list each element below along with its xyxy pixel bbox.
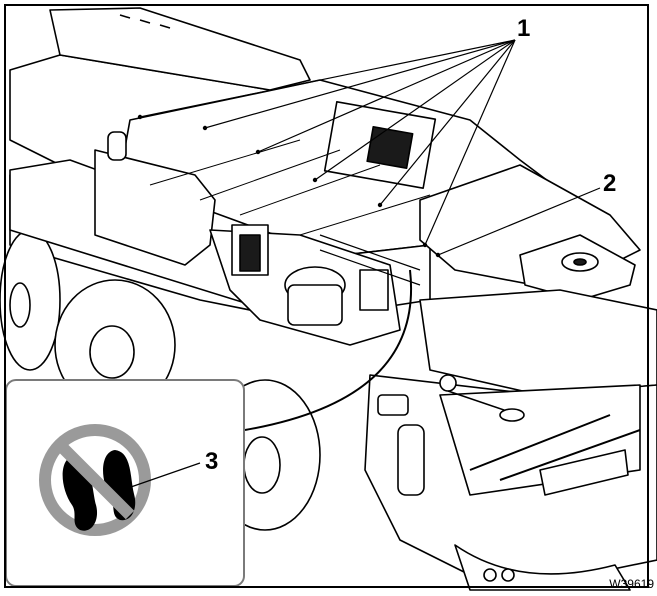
callout-2-leader [437,187,601,256]
beacon-light [439,374,457,392]
magnification-arc [244,269,413,431]
middle-wheel-hub [89,325,135,379]
antenna-base [499,408,525,422]
cab-roof [419,289,657,396]
cab-handle [107,131,127,161]
reservoir [359,269,389,311]
front-wheel-hub [243,436,281,494]
callout-1-dots [137,114,428,248]
fan-hub [573,258,587,266]
callout-2-label: 2 [603,170,617,197]
side-mirror [397,424,425,496]
bumper [454,544,631,591]
tool-box [94,149,216,266]
figure-code: W39619 [609,577,654,591]
wiper-blades [469,414,641,481]
callout-3-leader [127,462,201,489]
valve-block [366,125,414,169]
callout-3-dot [125,485,131,491]
antenna-mount [447,390,511,413]
railing [319,234,421,286]
mirror-arm [377,394,409,416]
callout-3-label: 3 [205,448,219,475]
headlight-right [501,568,515,582]
callout-1-label: 1 [517,15,531,42]
headlight-left [483,568,497,582]
callout-1-leaders [139,39,516,246]
panel-seams [149,139,431,236]
rear-vent-slots [119,14,171,29]
no-stepping-footprints-icon [39,424,151,536]
callout-2-dot [435,252,441,258]
inset-panel [5,379,245,587]
upper-rear-hood [49,7,311,91]
battery-box-inner [239,234,261,272]
filter-body [287,284,343,326]
rear-wheel-hub [9,282,31,328]
grille-badge [539,449,629,496]
